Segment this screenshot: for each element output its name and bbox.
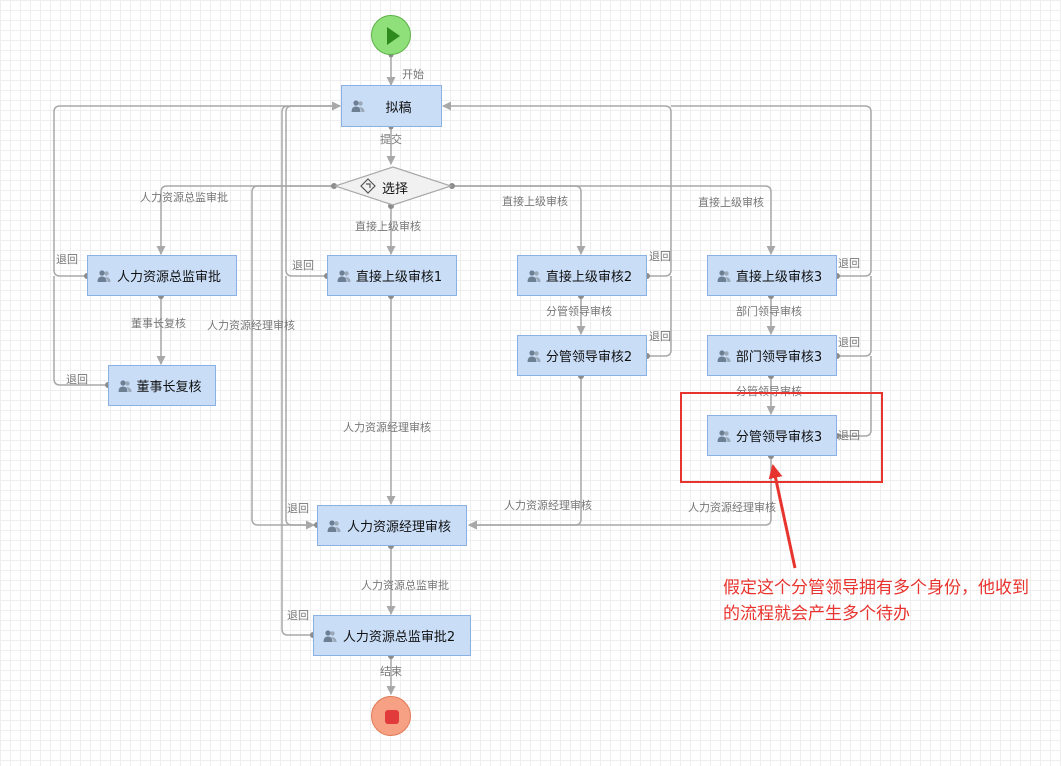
node-label: 分管领导审核3 <box>735 430 823 445</box>
edge-label-return: 退回 <box>838 257 860 270</box>
decision-label: 选择 <box>382 182 409 197</box>
node-label: 直接上级审核3 <box>735 270 823 285</box>
node-label: 董事长复核 <box>136 380 202 395</box>
user-task-icon <box>351 100 365 112</box>
node-division-leader-2[interactable]: 分管领导审核2 <box>517 335 647 376</box>
node-label: 人力资源经理审核 <box>346 520 451 535</box>
node-label: 直接上级审核2 <box>545 270 633 285</box>
node-direct-sup-1[interactable]: 直接上级审核1 <box>327 255 457 296</box>
edge-label-direct-sup: 直接上级审核 <box>355 220 421 233</box>
node-label: 拟稿 <box>385 100 412 116</box>
annotation-note: 假定这个分管领导拥有多个身份，他收到的流程就会产生多个待办 <box>723 578 1029 624</box>
user-task-icon <box>527 269 541 282</box>
edge-label-hr-director-2: 人力资源总监审批 <box>361 579 449 592</box>
edge-label-return: 退回 <box>838 336 860 349</box>
stop-icon <box>385 710 399 724</box>
edge-label-return: 退回 <box>649 330 671 343</box>
node-dept-leader-3[interactable]: 部门领导审核3 <box>707 335 837 376</box>
node-label: 分管领导审核2 <box>545 350 633 365</box>
user-task-icon <box>327 519 341 532</box>
edge-decision-to-hr-manager <box>251 185 334 530</box>
edge-label-submit: 提交 <box>380 133 402 146</box>
edge-label-hr-manager: 人力资源经理审核 <box>207 319 295 332</box>
decision-node[interactable] <box>334 166 452 206</box>
edge-label-chairman: 董事长复核 <box>131 317 186 330</box>
gateway-icon <box>360 178 376 194</box>
node-chairman-review[interactable]: 董事长复核 <box>108 365 216 406</box>
node-label: 直接上级审核1 <box>355 270 443 285</box>
node-division-leader-3[interactable]: 分管领导审核3 <box>707 415 837 456</box>
node-hr-director-2[interactable]: 人力资源总监审批2 <box>313 615 471 656</box>
user-task-icon <box>337 269 351 282</box>
edge-label-return: 退回 <box>56 253 78 266</box>
edge-label-end: 结束 <box>380 665 402 678</box>
return-dept-3 <box>837 276 872 357</box>
edge-to-direct-sup-3 <box>452 185 776 255</box>
user-task-icon <box>118 379 132 392</box>
edge-label-return: 退回 <box>649 250 671 263</box>
return-direct-sup-1 <box>285 101 341 277</box>
return-division-2 <box>647 276 672 357</box>
play-icon <box>387 27 400 45</box>
node-direct-sup-3[interactable]: 直接上级审核3 <box>707 255 837 296</box>
highlight-box <box>680 392 883 483</box>
user-task-icon <box>717 269 731 282</box>
user-task-icon <box>97 269 111 282</box>
edge-label-division-3: 分管领导审核 <box>736 385 802 398</box>
edge-label-return: 退回 <box>287 609 309 622</box>
user-task-icon <box>717 429 731 442</box>
node-hr-director-1[interactable]: 人力资源总监审批 <box>87 255 237 296</box>
node-label: 部门领导审核3 <box>735 350 823 365</box>
edge-label-return: 退回 <box>838 429 860 442</box>
edge-label-start: 开始 <box>402 68 424 81</box>
return-direct-sup-3 <box>671 105 872 277</box>
return-hr-director-2 <box>281 105 313 636</box>
edge-label-return: 退回 <box>287 502 309 515</box>
return-hr-manager <box>285 276 317 526</box>
start-node[interactable] <box>371 15 411 55</box>
node-hr-manager[interactable]: 人力资源经理审核 <box>317 505 467 546</box>
edge-label-dept-3: 部门领导审核 <box>736 305 802 318</box>
edge-label-hr-manager: 人力资源经理审核 <box>688 501 776 514</box>
edge-label-return: 退回 <box>292 259 314 272</box>
edge-label-division-2: 分管领导审核 <box>546 305 612 318</box>
return-hr-director-1 <box>53 101 341 277</box>
edge-label-direct-sup: 直接上级审核 <box>698 196 764 209</box>
node-label: 人力资源总监审批 <box>116 270 221 285</box>
return-division-3 <box>837 356 872 437</box>
return-direct-sup-2 <box>442 101 672 277</box>
node-direct-sup-2[interactable]: 直接上级审核2 <box>517 255 647 296</box>
edge-label-direct-sup: 直接上级审核 <box>502 195 568 208</box>
node-draft[interactable]: 拟稿 <box>341 85 442 127</box>
user-task-icon <box>717 349 731 362</box>
return-chairman <box>53 276 108 386</box>
node-label: 人力资源总监审批2 <box>342 630 456 645</box>
edge-div3-to-hr-manager <box>468 456 772 530</box>
annotation-arrow <box>768 464 797 569</box>
edge-label-hr-director: 人力资源总监审批 <box>140 191 228 204</box>
edge-label-return: 退回 <box>66 373 88 386</box>
end-node[interactable] <box>371 696 411 736</box>
user-task-icon <box>527 349 541 362</box>
edge-label-hr-manager: 人力资源经理审核 <box>343 421 431 434</box>
user-task-icon <box>323 629 337 642</box>
edge-to-hr-director <box>156 185 334 255</box>
edge-label-hr-manager: 人力资源经理审核 <box>504 499 592 512</box>
